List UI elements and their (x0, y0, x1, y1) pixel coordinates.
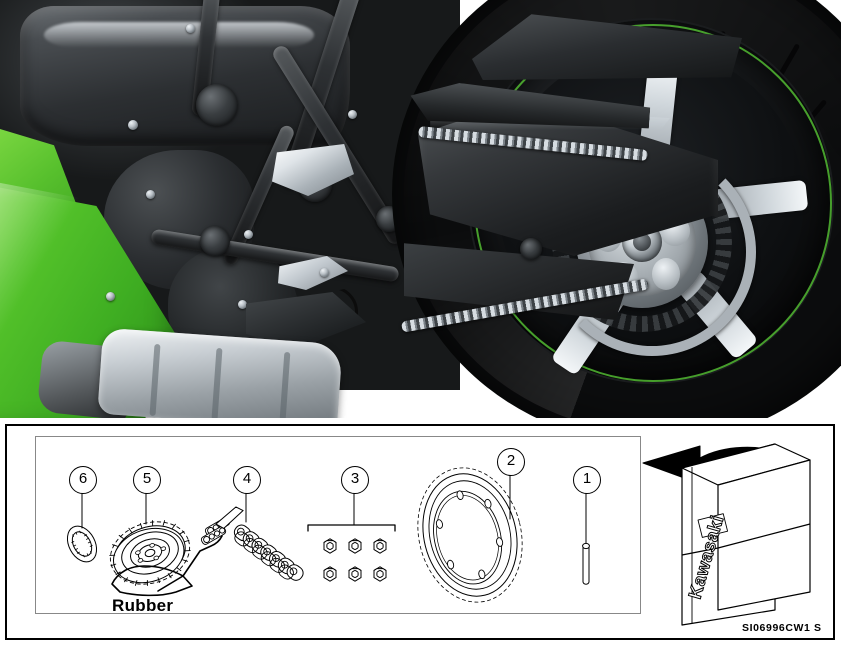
callout-6-number: 6 (69, 466, 97, 494)
bolt-1 (128, 120, 138, 130)
bolt-8 (238, 300, 247, 309)
rubber-label: Rubber (112, 596, 174, 615)
drive-chain-wrap (548, 148, 756, 356)
bolt-7 (348, 110, 357, 119)
callout-3-number: 3 (341, 466, 369, 494)
motorcycle-photo (0, 0, 841, 418)
drawing-code-label: SI06996CW1 S (742, 622, 822, 634)
parts-diagram-inner-frame (35, 436, 641, 614)
bolt-4 (244, 230, 253, 239)
bolt-9 (106, 292, 115, 301)
bolt-5 (320, 268, 329, 277)
motorcycle-photo-panel (0, 0, 841, 418)
frame-pivot-boss-1 (196, 84, 238, 126)
frame-pivot-boss-4 (200, 226, 230, 256)
side-cover-highlight (44, 22, 314, 48)
callout-2-number: 2 (497, 448, 525, 476)
callout-4-number: 4 (233, 466, 261, 494)
bolt-2 (186, 24, 195, 33)
callout-5-number: 5 (133, 466, 161, 494)
swingarm-slider-boss (520, 238, 542, 260)
bolt-3 (146, 190, 155, 199)
callout-1-number: 1 (573, 466, 601, 494)
